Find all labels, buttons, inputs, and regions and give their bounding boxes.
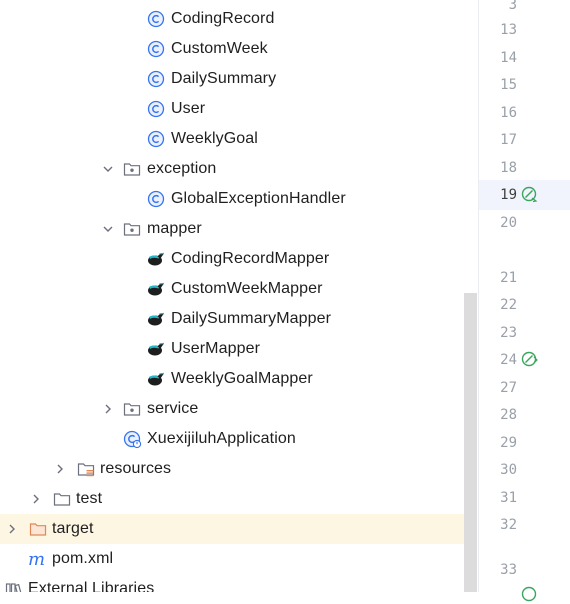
tree-item-external-libraries[interactable]: External Libraries bbox=[0, 574, 464, 592]
line-number: 29 bbox=[500, 435, 517, 451]
chevron-right-icon[interactable] bbox=[29, 484, 43, 514]
tree-item-application-class[interactable]: XuexijiluhApplication bbox=[0, 424, 464, 454]
mybatis-mapper-icon bbox=[147, 334, 165, 364]
tree-item-label: resources bbox=[100, 460, 172, 477]
spring-boot-app-icon bbox=[123, 424, 142, 454]
tree-item-label: XuexijiluhApplication bbox=[147, 430, 296, 447]
tree-item-user[interactable]: User bbox=[0, 94, 464, 124]
spring-bean-gutter-icon[interactable] bbox=[521, 351, 539, 369]
tree-item-label: exception bbox=[147, 160, 217, 177]
mybatis-mapper-icon bbox=[147, 274, 165, 304]
tree-item-label: mapper bbox=[147, 220, 202, 237]
tree-item-resources-folder[interactable]: resources bbox=[0, 454, 464, 484]
current-line-highlight bbox=[479, 180, 570, 210]
maven-icon: m bbox=[28, 544, 46, 574]
line-number-current: 19 bbox=[500, 187, 517, 203]
chevron-right-icon[interactable] bbox=[101, 394, 115, 424]
class-icon bbox=[147, 64, 165, 94]
class-icon bbox=[147, 34, 165, 64]
class-icon bbox=[147, 94, 165, 124]
mybatis-mapper-icon bbox=[147, 244, 165, 274]
chevron-down-icon[interactable] bbox=[101, 154, 115, 184]
tree-item-label: CodingRecord bbox=[171, 10, 275, 27]
line-number: 27 bbox=[500, 380, 517, 396]
tree-item-label: test bbox=[76, 490, 103, 507]
line-number: 3 bbox=[508, 0, 517, 13]
line-number: 15 bbox=[500, 77, 517, 93]
tree-item-weekly-goal[interactable]: WeeklyGoal bbox=[0, 124, 464, 154]
tree-item-label: DailySummary bbox=[171, 70, 277, 87]
line-number: 21 bbox=[500, 270, 517, 286]
tree-item-global-exception-handler[interactable]: GlobalExceptionHandler bbox=[0, 184, 464, 214]
tree-item-label: CodingRecordMapper bbox=[171, 250, 330, 267]
line-number: 22 bbox=[500, 297, 517, 313]
tree-item-user-mapper[interactable]: UserMapper bbox=[0, 334, 464, 364]
line-number: 17 bbox=[500, 132, 517, 148]
line-number: 24 bbox=[500, 352, 517, 368]
spring-bean-gutter-icon[interactable] bbox=[521, 186, 539, 204]
tree-item-label: target bbox=[52, 520, 94, 537]
line-number: 14 bbox=[500, 50, 517, 66]
tree-item-daily-summary-mapper[interactable]: DailySummaryMapper bbox=[0, 304, 464, 334]
mybatis-mapper-icon bbox=[147, 304, 165, 334]
tree-item-label: External Libraries bbox=[28, 580, 155, 592]
tree-item-pom-xml[interactable]: m pom.xml bbox=[0, 544, 464, 574]
folder-icon bbox=[53, 484, 71, 514]
tree-item-daily-summary[interactable]: DailySummary bbox=[0, 64, 464, 94]
tree-item-coding-record-mapper[interactable]: CodingRecordMapper bbox=[0, 244, 464, 274]
tree-item-service-package[interactable]: service bbox=[0, 394, 464, 424]
line-number: 13 bbox=[500, 22, 517, 38]
tree-item-label: WeeklyGoal bbox=[171, 130, 258, 147]
line-number: 30 bbox=[500, 462, 517, 478]
tree-item-exception-package[interactable]: exception bbox=[0, 154, 464, 184]
tree-item-label: GlobalExceptionHandler bbox=[171, 190, 346, 207]
line-number: 33 bbox=[500, 562, 517, 578]
pane-divider[interactable] bbox=[478, 0, 479, 592]
tree-item-test-folder[interactable]: test bbox=[0, 484, 464, 514]
chevron-down-icon[interactable] bbox=[101, 214, 115, 244]
project-tool-window: CodingRecord CustomWeek DailySummary Use… bbox=[0, 4, 477, 592]
tree-item-label: WeeklyGoalMapper bbox=[171, 370, 313, 387]
tree-item-label: User bbox=[171, 100, 206, 117]
excluded-folder-icon bbox=[29, 514, 47, 544]
tree-item-custom-week-mapper[interactable]: CustomWeekMapper bbox=[0, 274, 464, 304]
package-folder-icon bbox=[123, 154, 141, 184]
spring-bean-gutter-icon[interactable] bbox=[521, 586, 539, 604]
tree-item-label: CustomWeekMapper bbox=[171, 280, 323, 297]
resources-folder-icon bbox=[77, 454, 95, 484]
line-number: 28 bbox=[500, 407, 517, 423]
tree-item-coding-record[interactable]: CodingRecord bbox=[0, 4, 464, 34]
line-number: 31 bbox=[500, 490, 517, 506]
tree-item-label: pom.xml bbox=[52, 550, 114, 567]
scrollbar-thumb[interactable] bbox=[464, 293, 477, 592]
class-icon bbox=[147, 4, 165, 34]
class-icon bbox=[147, 124, 165, 154]
tree-item-label: DailySummaryMapper bbox=[171, 310, 332, 327]
editor-gutter: 3 13 14 15 16 17 18 19 20 21 22 23 24 27… bbox=[479, 0, 570, 602]
tree-item-label: CustomWeek bbox=[171, 40, 268, 57]
line-number: 16 bbox=[500, 105, 517, 121]
line-number: 18 bbox=[500, 160, 517, 176]
tree-item-mapper-package[interactable]: mapper bbox=[0, 214, 464, 244]
line-number: 32 bbox=[500, 517, 517, 533]
line-number: 20 bbox=[500, 215, 517, 231]
tree-item-label: service bbox=[147, 400, 199, 417]
tree-item-target-folder[interactable]: target bbox=[0, 514, 464, 544]
package-folder-icon bbox=[123, 394, 141, 424]
tree-item-label: UserMapper bbox=[171, 340, 261, 357]
line-number: 23 bbox=[500, 325, 517, 341]
chevron-right-icon[interactable] bbox=[53, 454, 67, 484]
chevron-right-icon[interactable] bbox=[5, 514, 19, 544]
package-folder-icon bbox=[123, 214, 141, 244]
libraries-icon bbox=[5, 574, 23, 592]
svg-text:m: m bbox=[28, 549, 45, 570]
tree-item-weekly-goal-mapper[interactable]: WeeklyGoalMapper bbox=[0, 364, 464, 394]
tree-item-custom-week[interactable]: CustomWeek bbox=[0, 34, 464, 64]
mybatis-mapper-icon bbox=[147, 364, 165, 394]
class-icon bbox=[147, 184, 165, 214]
